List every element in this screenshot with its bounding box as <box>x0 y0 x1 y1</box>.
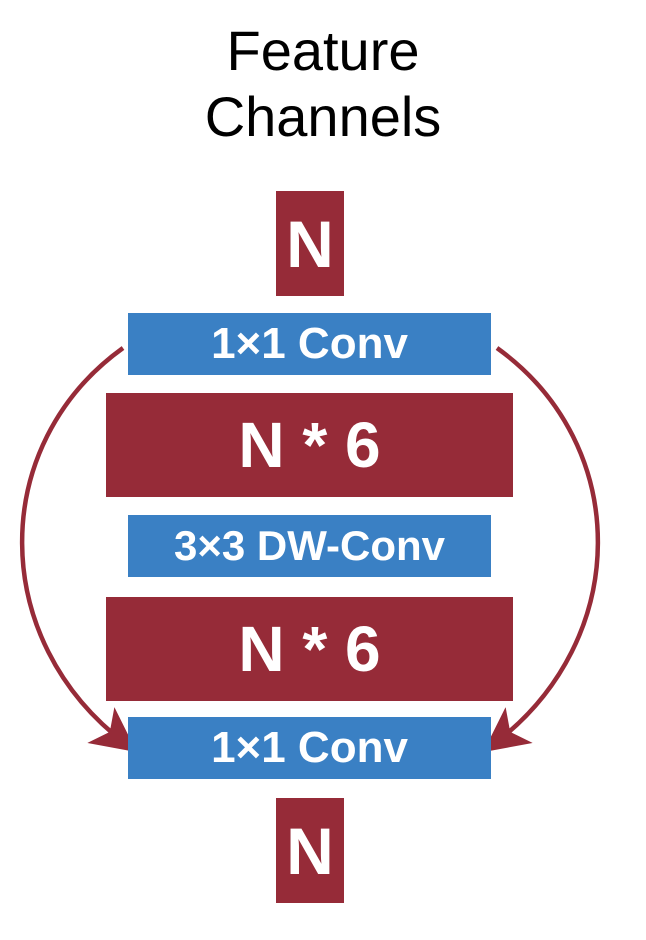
expanded-channels-block-1: N * 6 <box>106 393 513 497</box>
expanded-channels-block-2: N * 6 <box>106 597 513 701</box>
output-channels-block: N <box>276 798 344 903</box>
title-line-1: Feature <box>226 19 420 82</box>
title-line-2: Channels <box>204 85 442 148</box>
left-skip-arrow <box>19 346 137 753</box>
project-conv-block: 1×1 Conv <box>128 717 491 779</box>
diagram-title: Feature Channels <box>0 18 646 150</box>
right-skip-arrow <box>483 346 601 753</box>
input-channels-block: N <box>276 191 344 296</box>
expand-conv-block: 1×1 Conv <box>128 313 491 375</box>
depthwise-conv-block: 3×3 DW-Conv <box>128 515 491 577</box>
